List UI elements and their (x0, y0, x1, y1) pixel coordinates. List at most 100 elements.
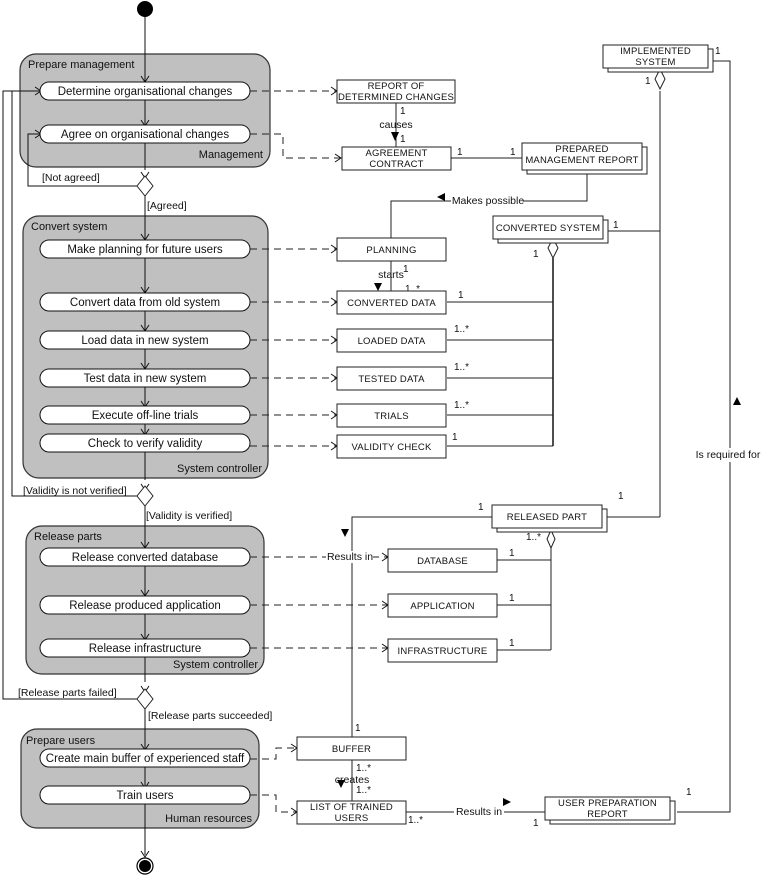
svg-text:1: 1 (510, 147, 516, 158)
object-database[interactable]: DATABASE (387, 548, 498, 573)
direction-triangle (374, 283, 382, 291)
activity-label: Test data in new system (84, 373, 207, 385)
object-label: CONVERTED DATA (347, 298, 436, 309)
activity-label: Load data in new system (81, 335, 208, 347)
object-planning[interactable]: PLANNING (336, 237, 447, 262)
object-label: VALIDITY CHECK (351, 442, 432, 453)
svg-text:1..*: 1..* (454, 362, 469, 373)
aggregation-diamond (654, 67, 666, 91)
svg-text:1..*: 1..* (526, 532, 541, 543)
activity-label: Make planning for future users (67, 244, 223, 256)
direction-triangle (337, 780, 345, 788)
object-label: LIST OF TRAINED (310, 802, 393, 813)
svg-text:1..*: 1..* (454, 400, 469, 411)
label-results-in-users: Results in (456, 806, 502, 818)
object-label: TRIALS (374, 411, 408, 422)
svg-text:1: 1 (403, 264, 409, 275)
direction-triangle (341, 529, 349, 537)
object-label: MANAGEMENT REPORT (525, 155, 638, 166)
object-buffer[interactable]: BUFFER (296, 736, 407, 761)
object-validity-check[interactable]: VALIDITY CHECK (336, 434, 447, 459)
group-role: System controller (173, 659, 258, 671)
svg-text:1: 1 (645, 76, 651, 87)
activity-label: Check to verify validity (88, 438, 203, 450)
svg-text:1: 1 (457, 147, 463, 158)
activity-node[interactable]: Test data in new system (39, 368, 251, 388)
aggregation-diamond (546, 528, 556, 550)
activity-node[interactable]: Convert data from old system (39, 292, 251, 312)
object-label: TESTED DATA (358, 374, 425, 385)
decision-validity (136, 485, 154, 507)
object-converted-data[interactable]: CONVERTED DATA (336, 290, 447, 315)
activity-node[interactable]: Agree on organisational changes (39, 124, 251, 144)
activity-node[interactable]: Release converted database (39, 547, 251, 567)
activity-label: Train users (116, 790, 173, 802)
object-label: REPORT OF (368, 81, 425, 92)
svg-text:1: 1 (613, 220, 619, 231)
svg-text:1..*: 1..* (454, 324, 469, 335)
activity-node[interactable]: Create main buffer of experienced staff (39, 748, 251, 768)
label-is-required-for: Is required for (696, 449, 761, 461)
final-node (136, 857, 154, 875)
object-infrastructure[interactable]: INFRASTRUCTURE (387, 638, 498, 663)
direction-triangle (733, 397, 741, 405)
object-released-part[interactable]: RELEASED PART (491, 504, 608, 533)
activity-node[interactable]: Train users (39, 785, 251, 805)
object-label: PREPARED (555, 144, 608, 155)
activity-label: Release converted database (72, 552, 218, 564)
svg-text:1: 1 (509, 638, 515, 649)
svg-text:1: 1 (452, 432, 458, 443)
activity-node[interactable]: Load data in new system (39, 330, 251, 350)
object-label: DATABASE (417, 556, 468, 567)
object-label: CONTRACT (369, 159, 423, 170)
activity-label: Execute off-line trials (92, 410, 199, 422)
activity-node[interactable]: Determine organisational changes (39, 81, 251, 101)
svg-text:1: 1 (618, 491, 624, 502)
activity-node[interactable]: Check to verify validity (39, 433, 251, 453)
activity-label: Agree on organisational changes (61, 129, 229, 141)
object-tested-data[interactable]: TESTED DATA (336, 366, 447, 391)
object-label: REPORT (587, 809, 628, 820)
object-trials[interactable]: TRIALS (336, 403, 447, 428)
group-title: Prepare users (26, 735, 96, 747)
object-label: USER PREPARATION (558, 798, 657, 809)
object-label: AGREEMENT (366, 148, 428, 159)
decision-release (136, 688, 154, 710)
guard-validity-not-verified: [Validity is not verified] (23, 485, 127, 497)
object-loaded-data[interactable]: LOADED DATA (336, 328, 447, 353)
object-label: PLANNING (366, 245, 416, 256)
decision-agreed (136, 175, 154, 197)
svg-text:1: 1 (509, 593, 515, 604)
object-application[interactable]: APPLICATION (387, 593, 498, 618)
group-prepare-users: Prepare users Human resources (20, 728, 260, 829)
activity-label: Create main buffer of experienced staff (46, 753, 245, 765)
label-causes: causes (379, 119, 412, 131)
object-label: LOADED DATA (358, 336, 426, 347)
direction-triangle (391, 132, 399, 141)
guard-agreed: [Agreed] (147, 200, 187, 212)
group-title: Prepare management (28, 59, 134, 71)
svg-text:1..*: 1..* (356, 785, 371, 796)
activity-node[interactable]: Make planning for future users (39, 239, 251, 259)
svg-text:1: 1 (715, 46, 721, 57)
activity-node[interactable]: Release infrastructure (39, 638, 251, 658)
activity-label: Release produced application (69, 600, 221, 612)
activity-node[interactable]: Execute off-line trials (39, 405, 251, 425)
object-label: INFRASTRUCTURE (398, 646, 488, 657)
group-role: Human resources (165, 813, 252, 825)
svg-text:1: 1 (533, 818, 539, 829)
label-results-in-release: Results in (327, 551, 373, 563)
object-label: CONVERTED SYSTEM (496, 223, 600, 234)
activity-node[interactable]: Release produced application (39, 595, 251, 615)
initial-node (137, 1, 153, 17)
label-creates: creates (335, 774, 369, 786)
object-label: SYSTEM (635, 57, 675, 68)
object-converted-system[interactable]: CONVERTED SYSTEM (492, 215, 609, 244)
